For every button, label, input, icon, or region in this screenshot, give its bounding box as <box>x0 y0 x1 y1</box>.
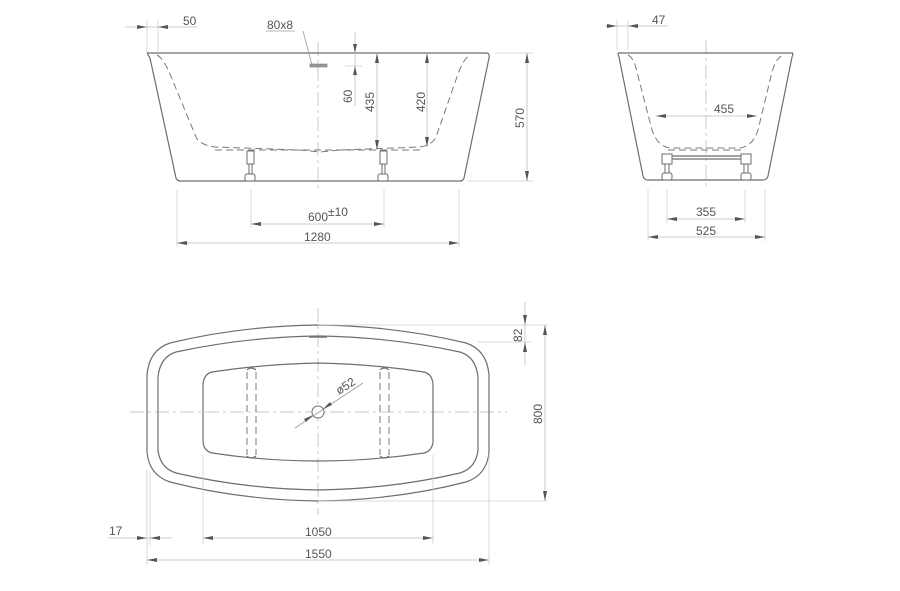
dim-edge-offset: 17 <box>109 524 123 538</box>
side-foot-right <box>740 172 752 181</box>
side-basin-hidden <box>627 54 784 149</box>
dim-inner-depth: 420 <box>414 92 428 112</box>
front-foot-right <box>377 150 389 182</box>
dim-drain-diameter: ø52 <box>333 374 358 397</box>
dim-feet-spacing: 600 <box>308 210 328 224</box>
front-foot-left <box>244 150 256 182</box>
side-foot-left <box>661 172 673 181</box>
dim-total-length: 1550 <box>305 547 332 561</box>
top-rim-inner <box>157 335 479 491</box>
dim-total-height: 570 <box>513 108 527 128</box>
dim-bottom-width: 525 <box>696 224 716 238</box>
top-foot-left-hidden <box>246 367 257 459</box>
dim-rim-width: 82 <box>511 328 525 342</box>
dim-inner-length: 1050 <box>305 525 332 539</box>
side-foot-bracket-left <box>661 153 673 165</box>
overflow-slot <box>309 63 328 68</box>
dim-feet-spacing-tolerance: ±10 <box>328 205 348 219</box>
dim-rim-offset: 50 <box>183 14 197 28</box>
dim-side-feet-spacing: 355 <box>696 205 716 219</box>
dim-side-rim-offset: 47 <box>652 13 666 27</box>
front-tub-outline <box>146 52 490 182</box>
dim-overflow-size: 80x8 <box>267 18 293 32</box>
front-view: 50 80x8 60 435 420 570 600 <box>125 14 533 247</box>
dim-bottom-length: 1280 <box>304 230 331 244</box>
side-tub-outline <box>617 52 794 181</box>
dim-overflow-depth: 60 <box>341 89 355 103</box>
side-view: 47 455 355 525 <box>605 13 794 241</box>
dim-total-width: 800 <box>531 404 545 424</box>
front-basin-hidden <box>156 54 471 153</box>
top-basin-floor <box>202 362 434 462</box>
dim-depth-at-drain: 435 <box>363 92 377 112</box>
drain-icon <box>311 405 325 419</box>
top-view: ø52 82 800 17 1050 1550 <box>108 302 548 565</box>
top-foot-right-hidden <box>379 367 390 459</box>
side-foot-bracket-right <box>740 153 752 165</box>
dim-inner-width: 455 <box>714 102 734 116</box>
